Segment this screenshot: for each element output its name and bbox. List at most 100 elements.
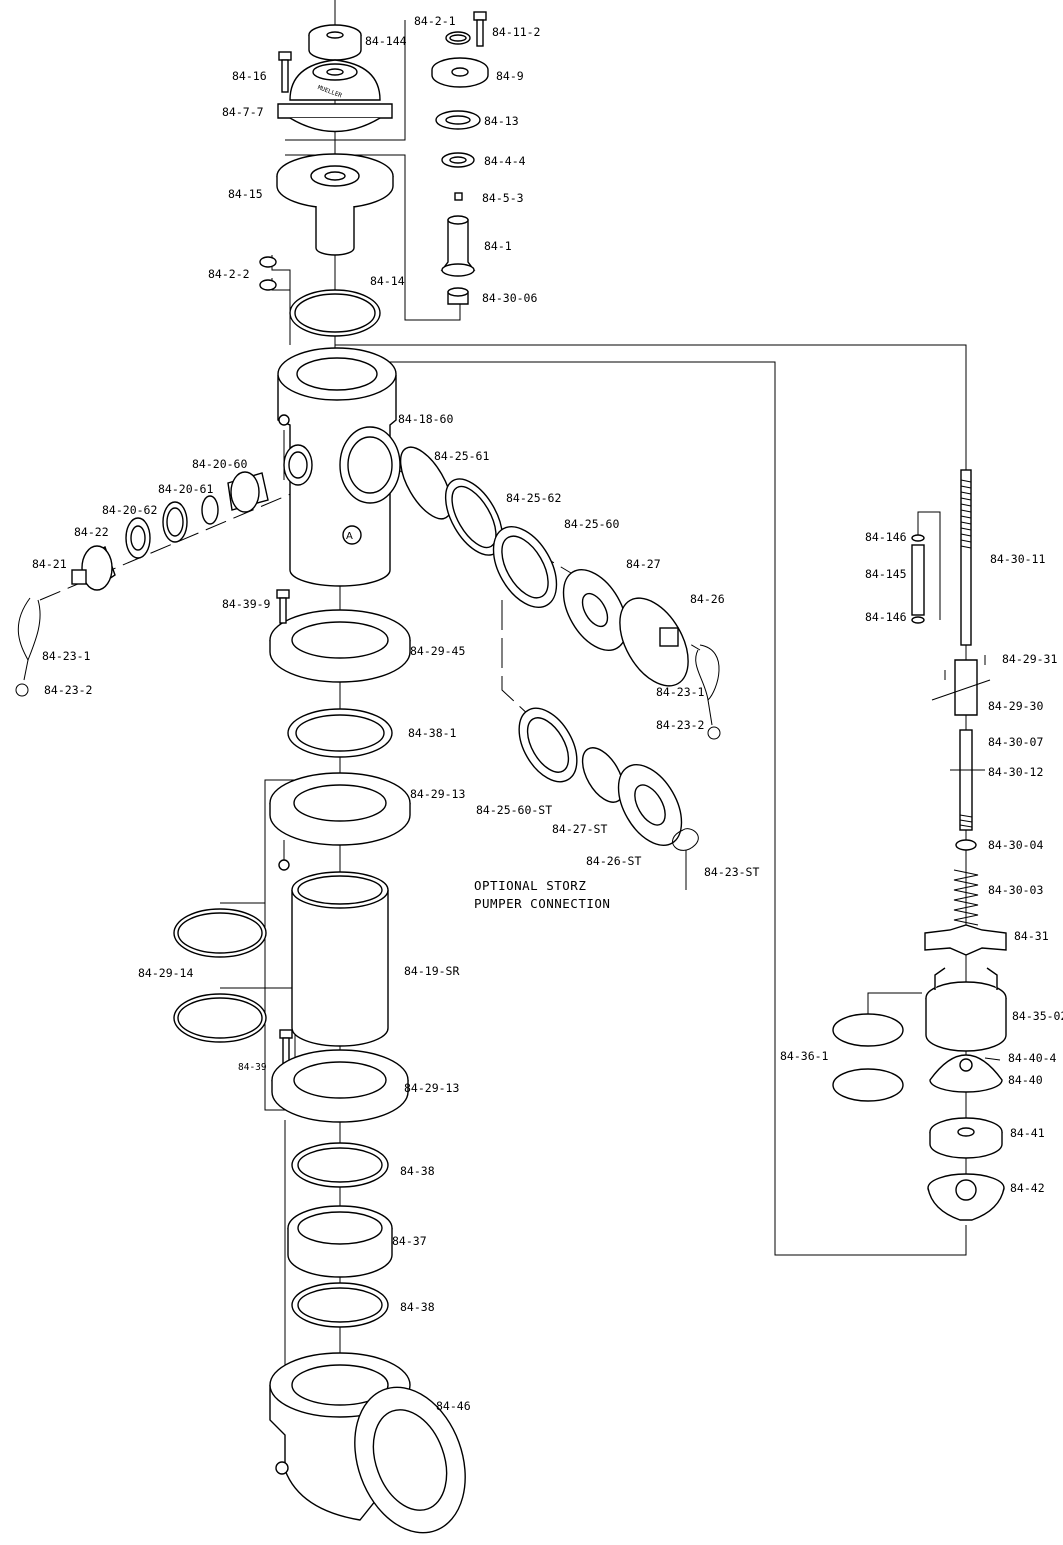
breakable-ring-bottom-part xyxy=(173,993,267,1043)
storz-note-line-2: PUMPER CONNECTION xyxy=(474,896,610,911)
pumper-gasket-part xyxy=(562,569,628,651)
label-84-39-9: 84-39-9 xyxy=(222,597,271,611)
rod-sleeve-part xyxy=(911,534,925,624)
label-84-23-2-right: 84-23-2 xyxy=(656,718,704,732)
pumper-chain-part xyxy=(695,644,721,740)
rod-washer-part xyxy=(955,839,977,851)
breakable-flange-top-part xyxy=(269,772,411,846)
friction-washer-part xyxy=(441,152,475,168)
label-84-11-2: 84-11-2 xyxy=(492,25,540,39)
label-84-26: 84-26 xyxy=(690,592,725,606)
label-84-30-04: 84-30-04 xyxy=(988,838,1043,852)
breakable-ring-top-part xyxy=(173,908,267,958)
valve-rubber-part xyxy=(929,1117,1003,1159)
label-84-5-3: 84-5-3 xyxy=(482,191,524,205)
gasket-38-top-part xyxy=(291,1142,389,1188)
label-84-26-st: 84-26-ST xyxy=(586,854,641,868)
label-84-7-7: 84-7-7 xyxy=(222,105,264,119)
storz-gasket-part xyxy=(581,747,625,803)
operating-rod-part xyxy=(960,469,972,646)
nozzle-section-body-part: A xyxy=(277,347,401,587)
label-84-13: 84-13 xyxy=(484,114,519,128)
label-84-25-60-st: 84-25-60-ST xyxy=(476,803,552,817)
storz-cable-part xyxy=(672,828,699,890)
label-84-37: 84-37 xyxy=(392,1234,427,1248)
valve-pin-part xyxy=(984,1057,1001,1061)
label-84-29-14: 84-29-14 xyxy=(138,966,193,980)
upper-valve-plate-part xyxy=(929,1054,1003,1093)
operating-nut-cap-part xyxy=(308,24,362,61)
label-84-23-1-right: 84-23-1 xyxy=(656,685,705,699)
label-84-30-07: 84-30-07 xyxy=(988,735,1043,749)
lower-rod-part xyxy=(950,729,985,831)
label-84-29-13-top: 84-29-13 xyxy=(410,787,465,801)
pumper-nozzle-part xyxy=(492,526,558,608)
label-84-20-62: 84-20-62 xyxy=(102,503,157,517)
pumper-o-ring-part xyxy=(399,446,453,520)
o-rings-right-part xyxy=(832,1013,904,1102)
drain-lever-part xyxy=(924,924,1007,956)
label-84-20-60: 84-20-60 xyxy=(192,457,247,471)
side-nozzle-part xyxy=(227,471,269,513)
label-84-30-11: 84-30-11 xyxy=(990,552,1045,566)
pumper-cap-part xyxy=(619,597,689,687)
gasket-38-bottom-part xyxy=(291,1282,389,1328)
nut-small-2-part xyxy=(278,859,290,871)
label-84-18-60: 84-18-60 xyxy=(398,412,453,426)
upper-barrel-cap-part xyxy=(276,153,394,256)
label-84-9: 84-9 xyxy=(496,69,524,83)
label-84-21: 84-21 xyxy=(32,557,67,571)
small-ring-part xyxy=(445,31,471,45)
label-84-38-1: 84-38-1 xyxy=(408,726,457,740)
label-84-14: 84-14 xyxy=(370,274,405,288)
coupling-nut-part xyxy=(447,287,469,305)
label-84-1: 84-1 xyxy=(484,239,512,253)
pumper-retainer-part xyxy=(444,478,504,556)
side-gasket-part xyxy=(125,517,151,559)
label-84-2-1: 84-2-1 xyxy=(414,14,456,28)
label-84-30-03: 84-30-03 xyxy=(988,883,1043,897)
label-84-29-45: 84-29-45 xyxy=(410,644,465,658)
connector-lines xyxy=(39,0,967,1440)
shoe-part xyxy=(269,1352,466,1534)
part-labels: 84-144 84-2-1 84-11-2 84-16 84-9 84-7-7 … xyxy=(32,14,1063,1413)
barrel-part xyxy=(291,871,389,1047)
label-84-41: 84-41 xyxy=(1010,1126,1045,1140)
label-84-25-61: 84-25-61 xyxy=(434,449,489,463)
label-84-29-13-bottom: 84-29-13 xyxy=(404,1081,459,1095)
lower-valve-plate-part xyxy=(927,1173,1005,1221)
side-cap-part xyxy=(71,545,116,591)
label-84-4-4: 84-4-4 xyxy=(484,154,526,168)
breakable-flange-bottom-part xyxy=(271,1049,409,1123)
label-84-42: 84-42 xyxy=(1010,1181,1045,1195)
storz-note-line-1: OPTIONAL STORZ xyxy=(474,878,586,893)
label-84-38-top: 84-38 xyxy=(400,1164,435,1178)
gasket-38-1-part xyxy=(287,708,393,758)
label-84-38-bottom: 84-38 xyxy=(400,1300,435,1314)
label-84-16: 84-16 xyxy=(232,69,267,83)
svg-text:A: A xyxy=(346,531,353,542)
spring-part xyxy=(953,869,979,926)
label-84-23-1-left: 84-23-1 xyxy=(42,649,91,663)
label-84-30-06: 84-30-06 xyxy=(482,291,537,305)
bolt-part xyxy=(278,51,292,93)
label-84-27: 84-27 xyxy=(626,557,661,571)
label-84-15: 84-15 xyxy=(228,187,263,201)
lock-bolt-part xyxy=(473,11,487,47)
upper-flange-part xyxy=(269,609,411,683)
label-84-40: 84-40 xyxy=(1008,1073,1043,1087)
label-84-145: 84-145 xyxy=(865,567,907,581)
label-84-36-1: 84-36-1 xyxy=(780,1049,829,1063)
label-84-25-62: 84-25-62 xyxy=(506,491,561,505)
label-84-22: 84-22 xyxy=(74,525,109,539)
label-84-25-60: 84-25-60 xyxy=(564,517,619,531)
side-o-ring-part xyxy=(201,495,219,525)
label-84-35-02: 84-35-02 xyxy=(1012,1009,1063,1023)
rod-coupling-part xyxy=(931,655,991,716)
storz-cap-part xyxy=(617,764,683,846)
label-84-39: 84-39 xyxy=(238,1062,267,1073)
set-screw-part xyxy=(454,192,463,201)
label-84-23-st: 84-23-ST xyxy=(704,865,759,879)
label-84-46: 84-46 xyxy=(436,1399,471,1413)
